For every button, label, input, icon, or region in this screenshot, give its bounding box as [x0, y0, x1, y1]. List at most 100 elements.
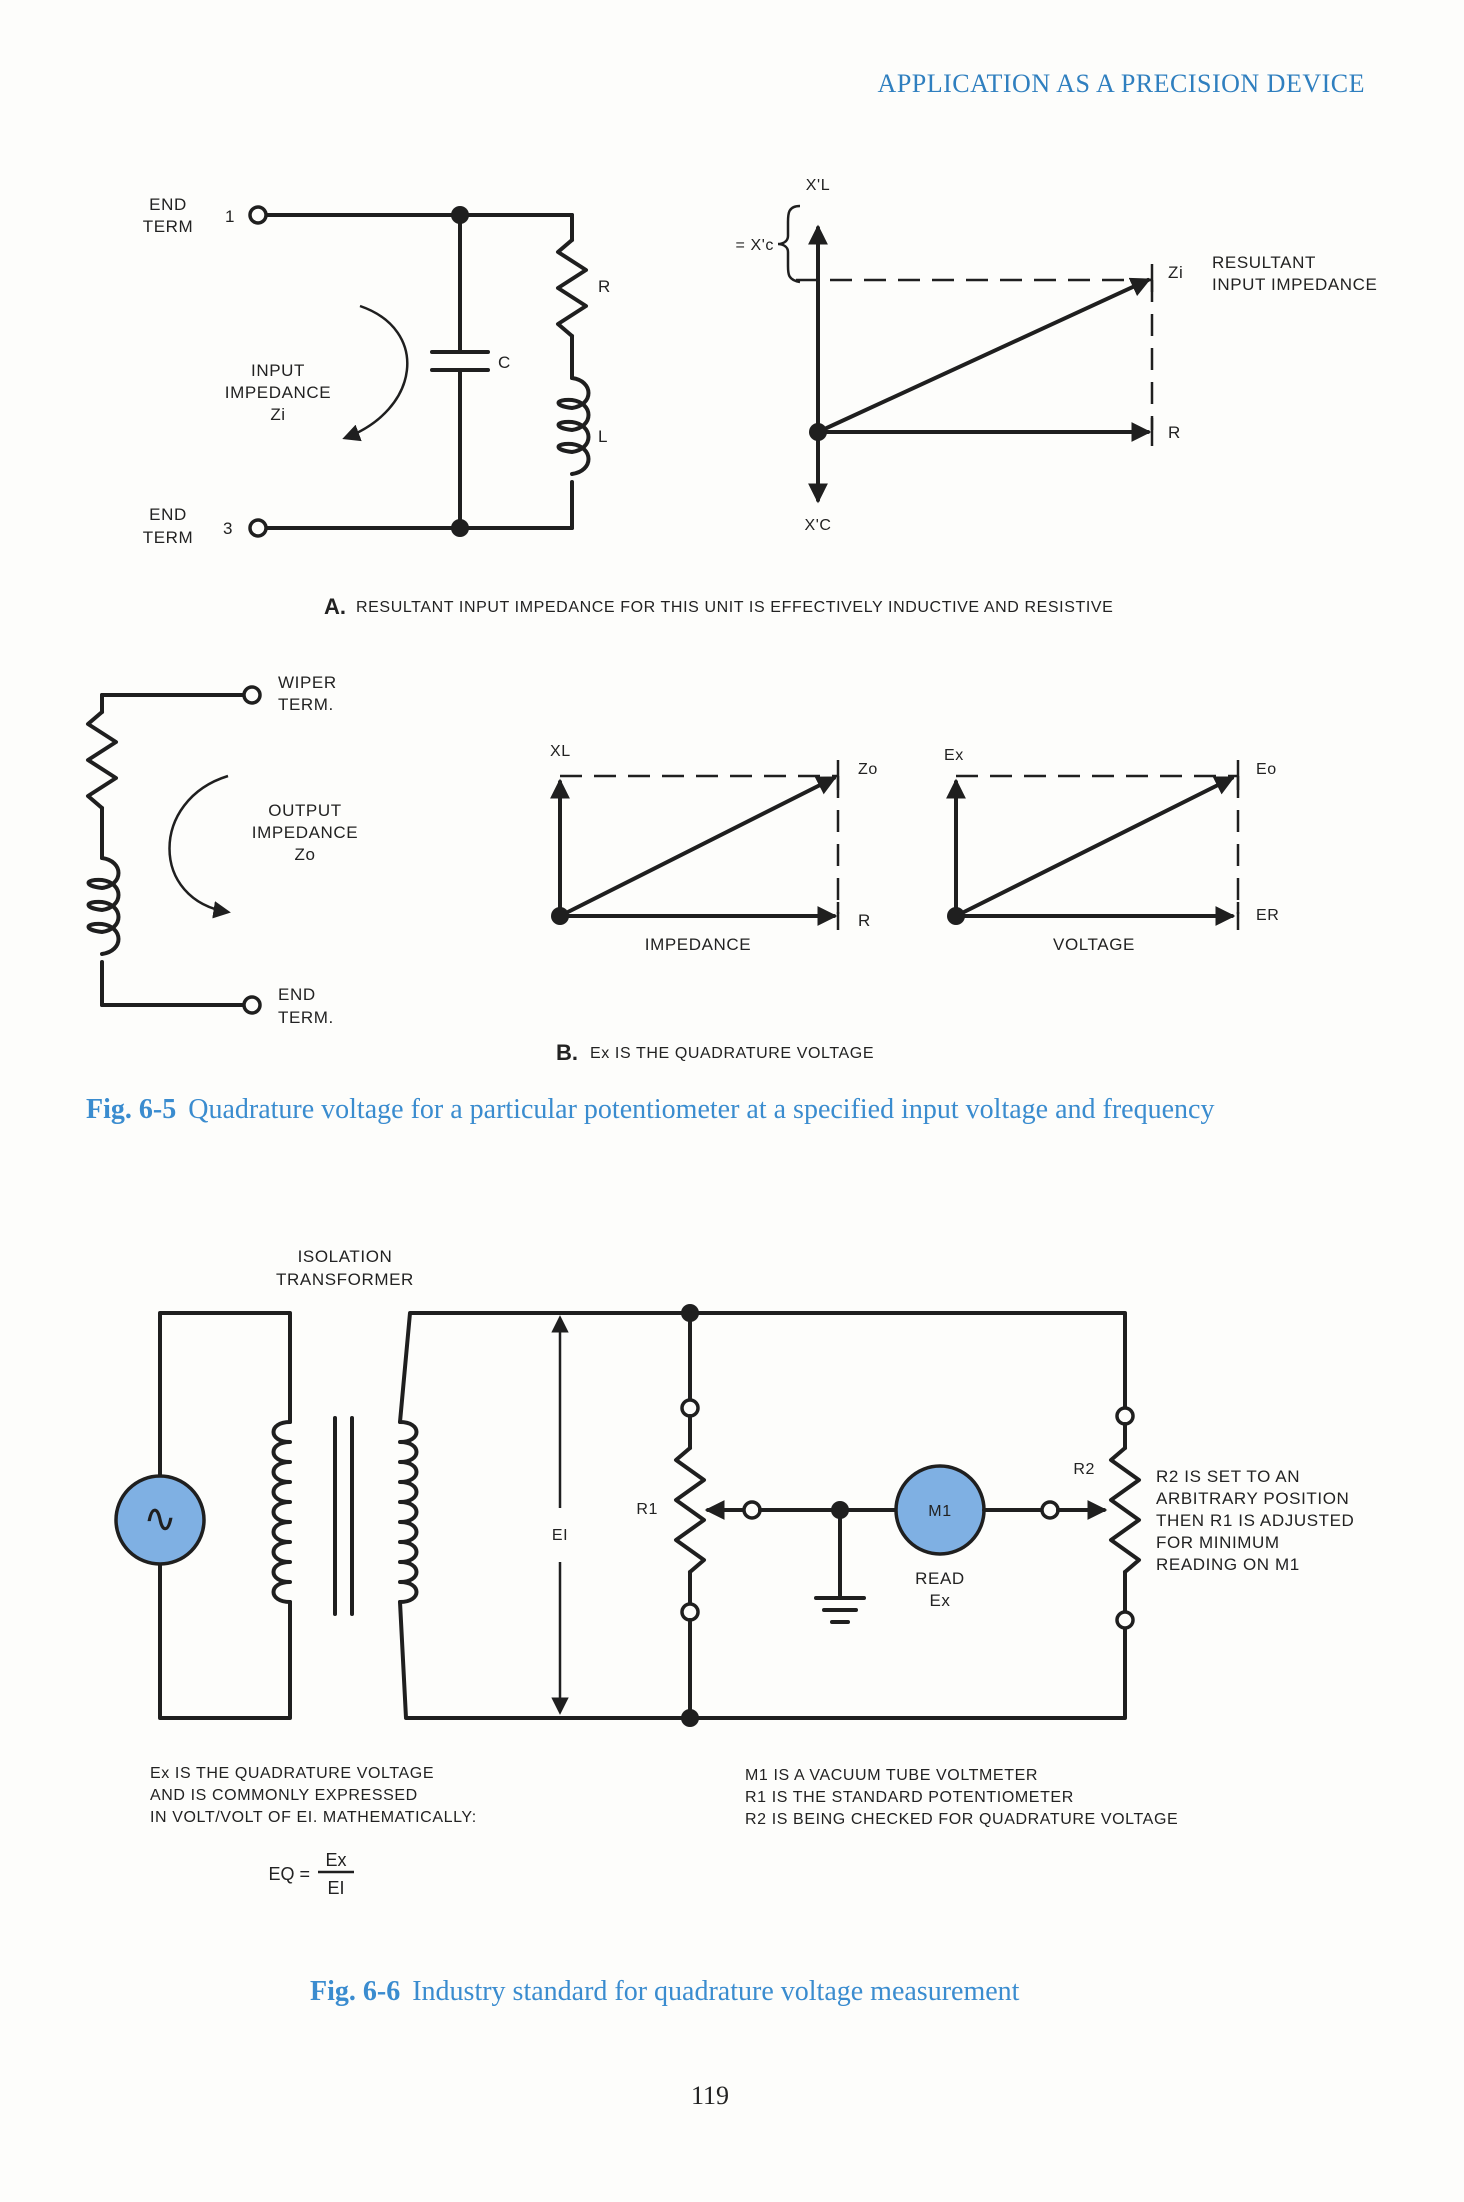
output-impedance-line3: Zo — [294, 845, 315, 864]
right-note-line2: R1 IS THE STANDARD POTENTIOMETER — [745, 1789, 1074, 1806]
wiper-term-line1: WIPER — [278, 673, 337, 692]
equation: EQ = Ex EI — [268, 1850, 354, 1898]
imp-zo-vector — [558, 776, 837, 918]
r1-label: R1 — [636, 1501, 658, 1518]
terminal-1 — [248, 205, 268, 225]
r1-terminal-top — [680, 1398, 700, 1418]
inductor-label: L — [598, 427, 608, 446]
terminal-1-label: 1 — [225, 207, 235, 226]
part-b-caption: Ex IS THE QUADRATURE VOLTAGE — [590, 1045, 874, 1062]
output-impedance-line2: IMPEDANCE — [252, 823, 358, 842]
fig65b-impedance-phasor: XL Zo R IMPEDANCE — [550, 743, 878, 954]
r-label: R — [1168, 423, 1181, 442]
output-impedance-arrow — [168, 774, 231, 919]
brace — [777, 204, 801, 284]
end-term-line2: TERM. — [278, 1008, 334, 1027]
resultant-line2: INPUT IMPEDANCE — [1212, 275, 1378, 294]
wiper-term-line2: TERM. — [278, 695, 334, 714]
primary-bottom-wire — [158, 1553, 292, 1720]
r1-wiper-terminal — [742, 1500, 762, 1520]
input-impedance-line3: Zi — [270, 405, 285, 424]
fig-6-6-number: Fig. 6-6 — [310, 1976, 400, 2007]
node-bottom — [451, 519, 469, 537]
voltage-title: VOLTAGE — [1053, 935, 1135, 954]
resistor-r — [556, 238, 588, 338]
inductor-l — [556, 376, 591, 476]
end-term-bottom-line2: TERM — [143, 528, 194, 547]
input-impedance-arrow — [342, 304, 409, 442]
left-note-line1: Ex IS THE QUADRATURE VOLTAGE — [150, 1765, 434, 1782]
r2-wiper-terminal — [1040, 1500, 1060, 1520]
read-label-line2: Ex — [929, 1591, 950, 1610]
fig-6-5-number: Fig. 6-5 — [86, 1094, 176, 1125]
r2-terminal-top — [1115, 1406, 1135, 1426]
r2-note-line3: THEN R1 IS ADJUSTED — [1156, 1511, 1354, 1530]
left-note-line2: AND IS COMMONLY EXPRESSED — [150, 1787, 418, 1804]
primary-top-wire — [158, 1311, 292, 1488]
secondary-coil — [398, 1420, 419, 1604]
part-b-letter: B. — [556, 1040, 578, 1065]
volt-origin — [947, 907, 965, 925]
phasor-origin — [809, 423, 827, 441]
fig66-circuit: ISOLATION TRANSFORMER ∿ EI R1 — [114, 1247, 1354, 1727]
end-term-top-line1: END — [149, 195, 187, 214]
fig-6-6-caption: Fig. 6-6 Industry standard for quadrature… — [310, 1976, 1020, 2007]
part-a-letter: A. — [324, 594, 346, 619]
resistor-label: R — [598, 277, 611, 296]
r2-label: R2 — [1073, 1461, 1095, 1478]
r1-terminal-bottom — [680, 1602, 700, 1622]
page-number: 119 — [691, 2081, 729, 2110]
fig65a-circuit: END TERM 1 END TERM 3 R C L INPUT IMPEDA… — [143, 195, 611, 547]
volt-ex-label: Ex — [944, 747, 964, 764]
terminal-3-label: 3 — [223, 519, 233, 538]
ei-label: EI — [552, 1527, 568, 1544]
node-top — [451, 206, 469, 224]
capacitor-label: C — [498, 353, 511, 372]
fig65b-voltage-phasor: Ex Eo ER VOLTAGE — [944, 747, 1279, 954]
r2-terminal-bottom — [1115, 1610, 1135, 1630]
imp-xl-label: XL — [550, 743, 571, 760]
end-term-line1: END — [278, 985, 316, 1004]
secondary-top-wire — [398, 1311, 1127, 1424]
left-note-line3: IN VOLT/VOLT OF EI. MATHEMATICALLY: — [150, 1809, 477, 1826]
terminal-3 — [248, 518, 268, 538]
fig65a-phasor: X'L X'C = X'c Zi RESULTANT INPUT IMPEDAN… — [735, 177, 1378, 534]
brace-label: = X'c — [735, 237, 774, 254]
right-note-line3: R2 IS BEING CHECKED FOR QUADRATURE VOLTA… — [745, 1811, 1178, 1828]
r2-note-line5: READING ON M1 — [1156, 1555, 1300, 1574]
volt-er-label: ER — [1256, 907, 1279, 924]
output-impedance-line1: OUTPUT — [268, 801, 341, 820]
b-inductor — [86, 856, 121, 956]
r1-resistor — [674, 1446, 706, 1574]
xc-label: X'C — [804, 517, 831, 534]
xl-label: X'L — [806, 177, 830, 194]
end-term-bottom-line1: END — [149, 505, 187, 524]
b-resistor — [86, 710, 118, 810]
equation-lhs: EQ = — [268, 1864, 310, 1884]
right-note-line1: M1 IS A VACUUM TUBE VOLTMETER — [745, 1767, 1038, 1784]
equation-denominator: EI — [327, 1878, 344, 1898]
input-impedance-line1: INPUT — [251, 361, 305, 380]
ac-source-symbol: ∿ — [143, 1496, 177, 1542]
imp-origin — [551, 907, 569, 925]
part-a-caption: RESULTANT INPUT IMPEDANCE FOR THIS UNIT … — [356, 599, 1113, 616]
volt-eo-vector — [954, 776, 1235, 918]
end-term-top-line2: TERM — [143, 217, 194, 236]
equation-numerator: Ex — [325, 1850, 346, 1870]
zi-label: Zi — [1168, 263, 1183, 282]
primary-coil — [271, 1420, 292, 1604]
isolation-line1: ISOLATION — [298, 1247, 393, 1266]
read-label-line1: READ — [915, 1569, 965, 1588]
ac-source — [114, 1474, 206, 1566]
fig-6-6-text: Industry standard for quadrature voltage… — [412, 1976, 1019, 2007]
fig-6-5-text: Quadrature voltage for a particular pote… — [188, 1094, 1214, 1125]
imp-zo-label: Zo — [858, 761, 878, 778]
resultant-line1: RESULTANT — [1212, 253, 1316, 272]
volt-eo-label: Eo — [1256, 761, 1277, 778]
fig65b-circuit: WIPER TERM. END TERM. OUTPUT IMPEDANCE Z… — [86, 673, 358, 1027]
r2-note-line4: FOR MINIMUM — [1156, 1533, 1280, 1552]
running-header: APPLICATION AS A PRECISION DEVICE — [878, 69, 1365, 98]
imp-r-label: R — [858, 911, 871, 930]
end-terminal — [242, 995, 262, 1015]
